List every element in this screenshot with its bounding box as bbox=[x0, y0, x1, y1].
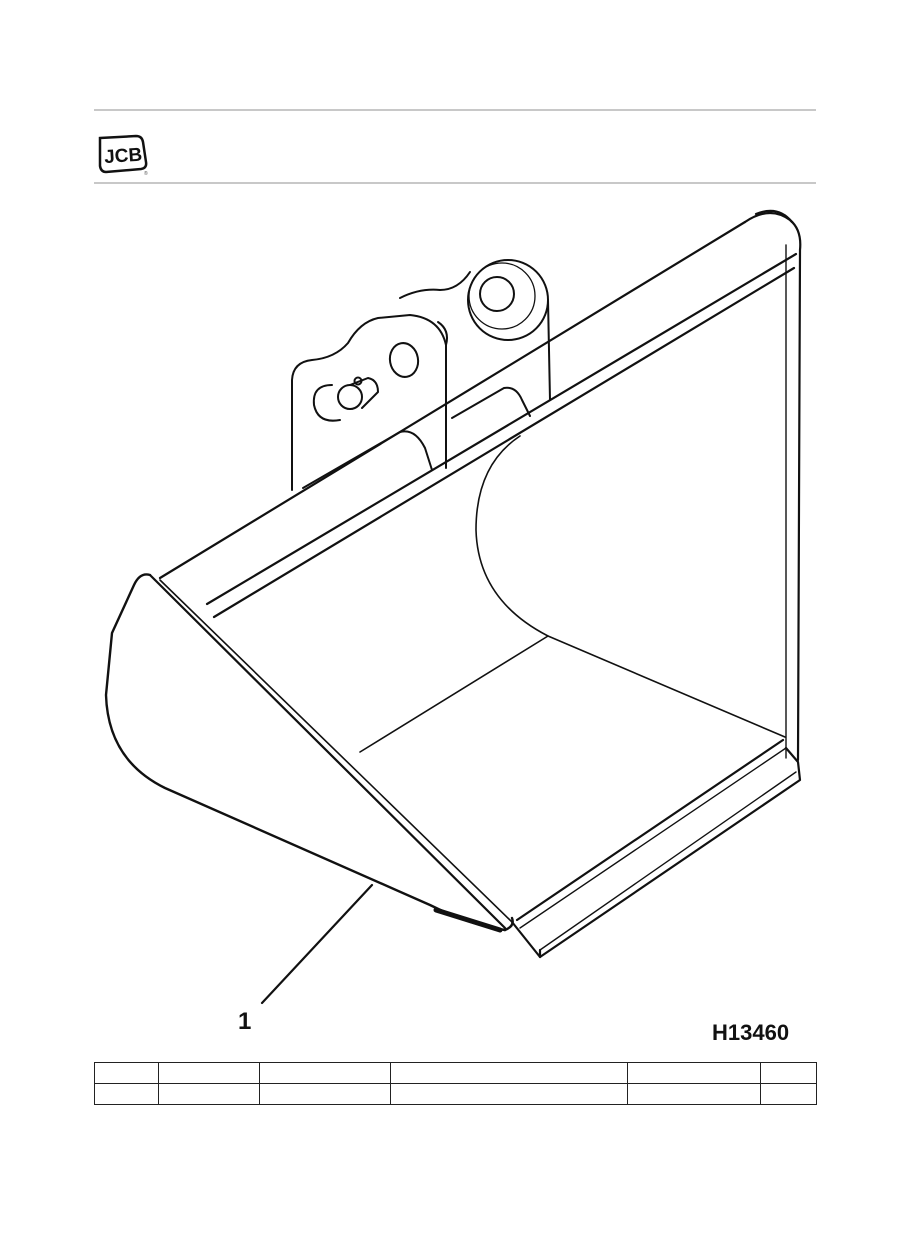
table-cell bbox=[627, 1083, 761, 1105]
cutting-edge bbox=[510, 738, 802, 959]
table-cell bbox=[158, 1062, 260, 1084]
callout-number: 1 bbox=[238, 1008, 252, 1035]
mounting-bracket-left bbox=[291, 314, 448, 491]
header-bottom-rule bbox=[94, 182, 816, 184]
bucket-side-plate bbox=[104, 573, 514, 933]
table-cell bbox=[760, 1062, 817, 1084]
bucket-interior bbox=[359, 435, 786, 753]
bucket-illustration bbox=[104, 209, 802, 1005]
parts-table bbox=[94, 1062, 817, 1105]
figure-id: H13460 bbox=[712, 1020, 790, 1045]
table-row bbox=[94, 1062, 817, 1084]
table-cell bbox=[627, 1062, 761, 1084]
table-row bbox=[94, 1083, 817, 1105]
table-cell bbox=[390, 1062, 628, 1084]
table-cell bbox=[760, 1083, 817, 1105]
table-cell bbox=[94, 1083, 159, 1105]
table-cell bbox=[259, 1083, 391, 1105]
header-top-rule bbox=[94, 109, 816, 111]
rear-beam bbox=[158, 209, 802, 762]
table-cell bbox=[259, 1062, 391, 1084]
svg-text:®: ® bbox=[144, 170, 148, 176]
jcb-logo-icon: JCB ® bbox=[98, 134, 148, 176]
callout-leader-line bbox=[260, 883, 374, 1005]
table-cell bbox=[158, 1083, 260, 1105]
svg-text:JCB: JCB bbox=[103, 145, 142, 169]
table-cell bbox=[390, 1083, 628, 1105]
mounting-bracket-right bbox=[399, 259, 551, 419]
table-cell bbox=[94, 1062, 159, 1084]
